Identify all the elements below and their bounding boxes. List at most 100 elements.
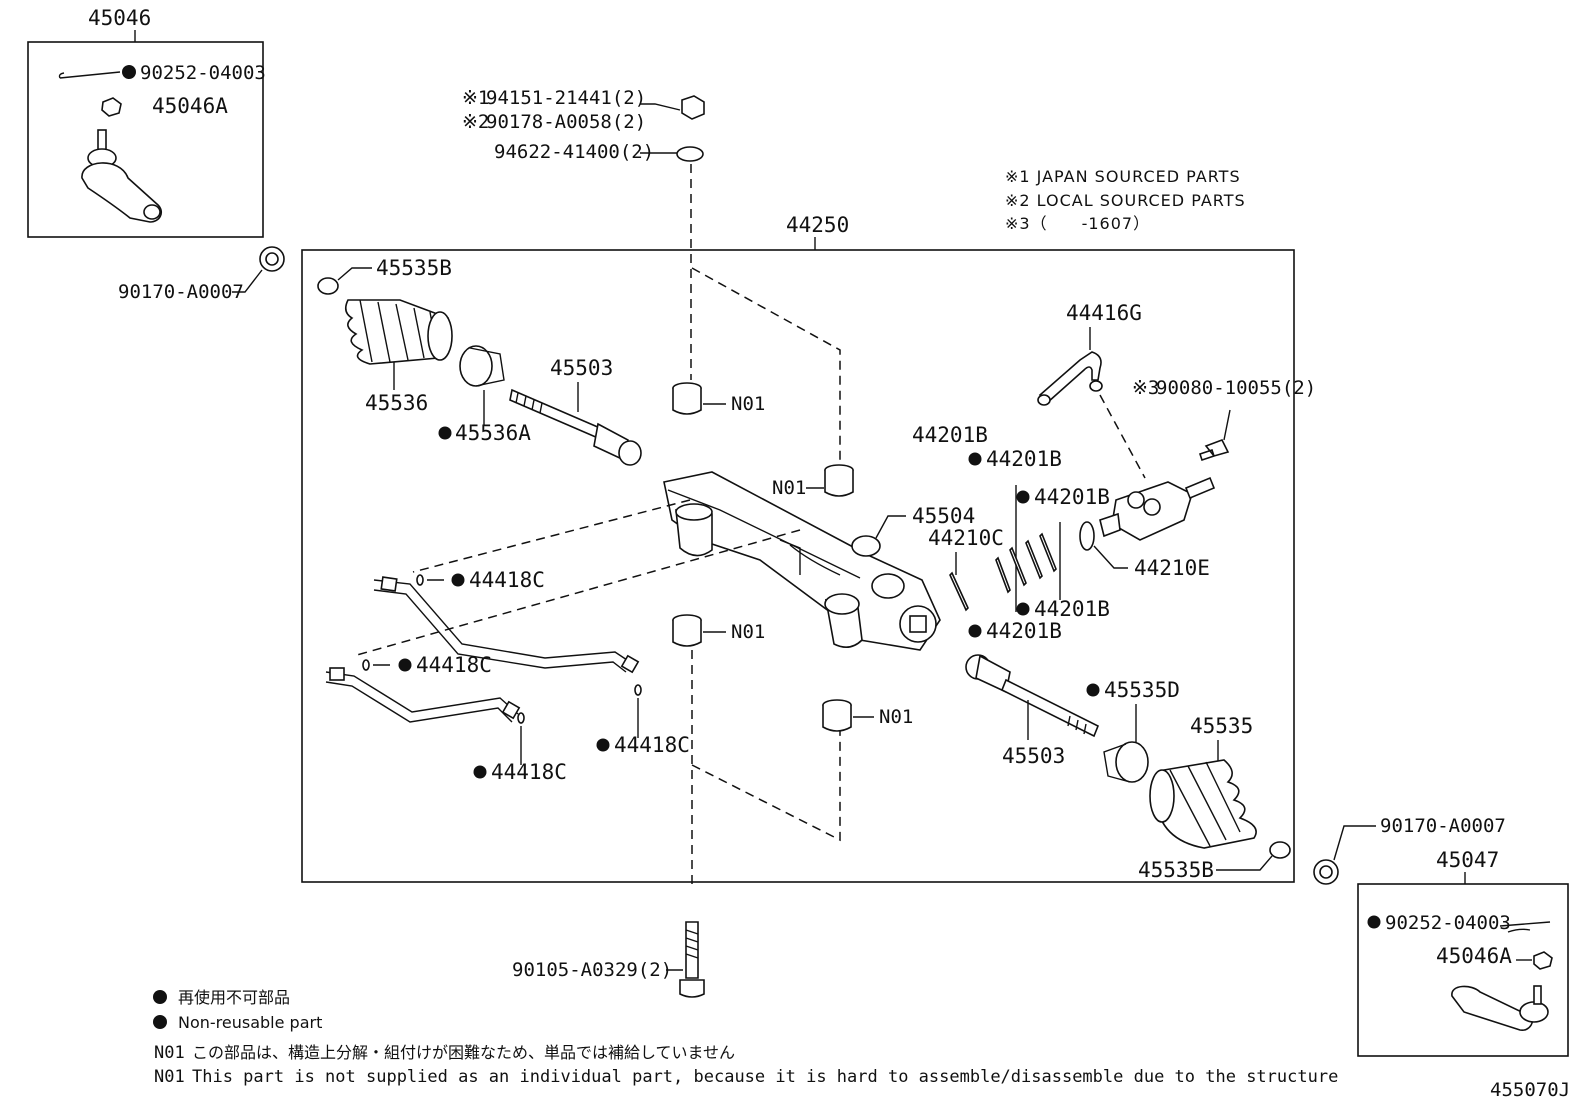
label-44201B-4[interactable]: 44201B	[986, 619, 1062, 643]
mark-3: ※3	[1132, 377, 1159, 399]
seal-ring-icon	[1009, 546, 1027, 587]
label-44418C-2[interactable]: 44418C	[416, 653, 492, 677]
note-japan-sourced: ※1 JAPAN SOURCED PARTS	[1005, 167, 1241, 186]
label-45535B-a[interactable]: 45535B	[376, 256, 452, 280]
bolt-90105-icon	[679, 921, 705, 998]
label-n01-c[interactable]: N01	[731, 621, 765, 643]
label-90170-A0007-a[interactable]: 90170-A0007	[118, 281, 244, 303]
label-44418C-1[interactable]: 44418C	[469, 568, 545, 592]
legend-n01-ja: この部品は、構造上分解・組付けが困難なため、単品では補給していません	[192, 1043, 735, 1062]
label-44418C-3[interactable]: 44418C	[614, 733, 690, 757]
label-45047[interactable]: 45047	[1436, 848, 1499, 872]
sourcing-notes: ※1 JAPAN SOURCED PARTS ※2 LOCAL SOURCED …	[1005, 167, 1245, 233]
label-n01-d[interactable]: N01	[879, 706, 913, 728]
legend-non-reusable-ja: 再使用不可部品	[178, 988, 290, 1007]
label-45046A-a[interactable]: 45046A	[152, 94, 228, 118]
label-45535D[interactable]: 45535D	[1104, 678, 1180, 702]
legend-n01-en: This part is not supplied as an individu…	[192, 1067, 1338, 1087]
non-reusable-dot	[398, 658, 412, 672]
label-44250[interactable]: 44250	[786, 213, 849, 237]
non-reusable-dot	[968, 624, 982, 638]
bushing-n01-bottom-left	[672, 614, 726, 647]
label-44201B-3[interactable]: 44201B	[1034, 597, 1110, 621]
washer-icon	[676, 146, 704, 162]
label-90080-10055[interactable]: 90080-10055(2)	[1156, 377, 1316, 399]
clamp-45535B-left: 45535B	[317, 256, 452, 295]
tie-rod-end-lh-inset: 45046 90252-04003 45046A	[27, 6, 266, 238]
bushing-n01-top-right	[806, 464, 854, 497]
label-44201B-top[interactable]: 44201B	[912, 423, 988, 447]
label-44210C[interactable]: 44210C	[928, 526, 1004, 550]
label-45536[interactable]: 45536	[365, 391, 428, 415]
bushing-n01-top-left	[672, 382, 726, 415]
inset-box-45047	[1357, 883, 1569, 1057]
cotter-pin-icon	[1499, 921, 1551, 933]
label-90252-04003-b[interactable]: 90252-04003	[1385, 912, 1511, 934]
label-n01-a[interactable]: N01	[731, 393, 765, 415]
non-reusable-dot	[1086, 683, 1100, 697]
non-reusable-dot	[1016, 490, 1030, 504]
legend-dot-icon	[153, 1015, 167, 1029]
label-45503-a[interactable]: 45503	[550, 356, 613, 380]
figure-id: 455070J	[1490, 1079, 1570, 1099]
bellows-boot-45535-icon	[1149, 759, 1257, 849]
clamp-45535B-right-icon	[1269, 841, 1291, 859]
non-reusable-dot	[1367, 915, 1381, 929]
label-90170-A0007-b[interactable]: 90170-A0007	[1380, 815, 1506, 837]
seal-44210C-icon	[949, 571, 969, 612]
non-reusable-dot	[438, 426, 452, 440]
return-pipe-44416G-icon	[1037, 351, 1103, 406]
tie-rod-end-icon	[81, 129, 162, 223]
bolt-icon	[1198, 438, 1230, 462]
non-reusable-dot	[122, 65, 136, 79]
label-90105-A0329[interactable]: 90105-A0329(2)	[512, 959, 672, 981]
castle-nut-icon	[101, 97, 122, 117]
label-90178-A0058[interactable]: 90178-A0058(2)	[486, 111, 646, 133]
inset-box-45046	[27, 41, 264, 238]
label-90252-04003-a[interactable]: 90252-04003	[140, 62, 266, 84]
bushing-n01-bottom-right	[822, 699, 874, 732]
main-assembly-box-44250	[301, 249, 1295, 883]
non-reusable-dot	[473, 765, 487, 779]
non-reusable-dot	[968, 452, 982, 466]
label-n01-b[interactable]: N01	[772, 477, 806, 499]
label-44201B-2[interactable]: 44201B	[1034, 485, 1110, 509]
castle-nut-icon	[1533, 951, 1553, 970]
label-45504[interactable]: 45504	[912, 504, 975, 528]
top-fasteners: ※1 94151-21441(2) ※2 90178-A0058(2) 9462…	[462, 87, 705, 380]
clip-45536A-icon	[459, 345, 505, 425]
legend-n01-code-ja: N01	[154, 1043, 185, 1063]
inner-tie-rod-right-icon	[965, 654, 1100, 738]
label-45046A-b[interactable]: 45046A	[1436, 944, 1512, 968]
note-serial-range: ※3（ -1607）	[1005, 214, 1150, 233]
label-44210E[interactable]: 44210E	[1134, 556, 1210, 580]
label-94151-21441[interactable]: 94151-21441(2)	[486, 87, 646, 109]
label-44416G[interactable]: 44416G	[1066, 301, 1142, 325]
seal-ring-icon	[1025, 539, 1043, 580]
nut-icon	[681, 95, 705, 120]
cotter-pin-icon	[58, 71, 121, 79]
legend-non-reusable-en: Non-reusable part	[178, 1013, 322, 1032]
rack-housing-icon	[663, 471, 941, 651]
valve-body-icon	[1099, 476, 1216, 541]
label-45536A[interactable]: 45536A	[455, 421, 531, 445]
hydraulic-line-lower-icon	[325, 667, 521, 723]
clip-45535D-icon	[1103, 741, 1149, 783]
inner-tie-rod-left-icon	[509, 388, 642, 466]
label-45535B-b[interactable]: 45535B	[1138, 858, 1214, 882]
bellows-boot-45536-icon	[344, 299, 453, 390]
sleeve-90170-right: 90170-A0007	[1313, 815, 1506, 885]
label-45535[interactable]: 45535	[1190, 714, 1253, 738]
label-44418C-4[interactable]: 44418C	[491, 760, 567, 784]
hydraulic-line-upper-icon	[373, 576, 640, 674]
label-44201B-1[interactable]: 44201B	[986, 447, 1062, 471]
label-94622-41400[interactable]: 94622-41400(2)	[494, 141, 654, 163]
label-45046[interactable]: 45046	[88, 6, 151, 30]
non-reusable-dot	[451, 573, 465, 587]
mark-1: ※1	[462, 87, 489, 109]
legend: 再使用不可部品 Non-reusable part N01 この部品は、構造上分…	[153, 988, 1338, 1087]
tie-rod-end-rh-inset: 45047 90252-04003 45046A	[1357, 848, 1569, 1057]
label-45503-b[interactable]: 45503	[1002, 744, 1065, 768]
non-reusable-dot	[596, 738, 610, 752]
